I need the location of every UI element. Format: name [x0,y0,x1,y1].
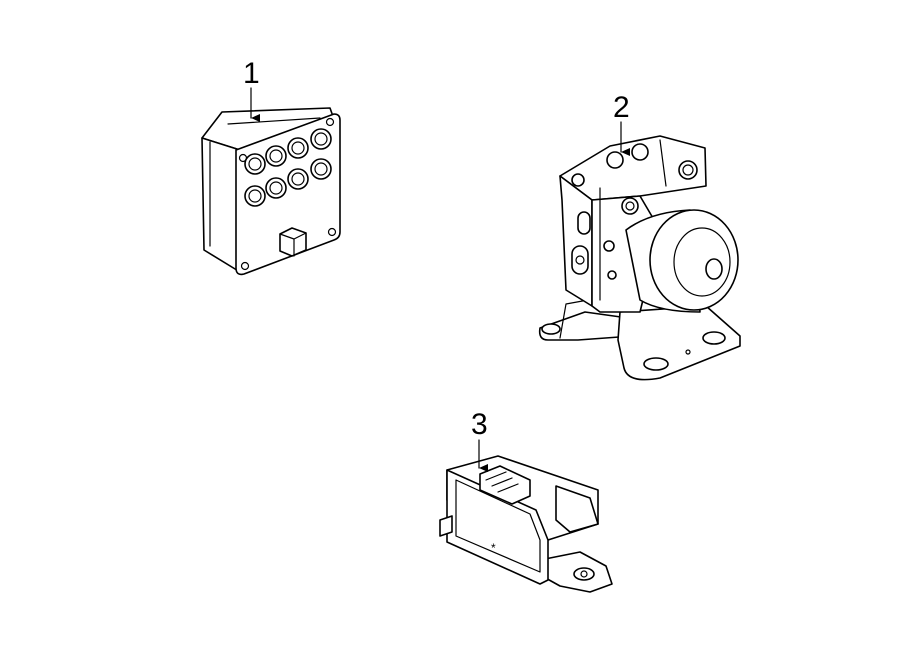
callout-1: 1 [243,57,260,122]
callout-2: 2 [613,91,630,156]
callout-3: 3 [471,408,488,472]
pump-motor [625,209,739,313]
part-3-sensor: * [439,455,613,593]
part-1-control-module [201,107,341,276]
callout-number-3: 3 [471,408,488,441]
part-3-marking: * [491,541,496,555]
callout-number-1: 1 [243,57,260,90]
mounting-bracket [538,299,741,381]
callout-number-2: 2 [613,91,630,124]
solenoid-caps [244,128,332,207]
part-2-abs-modulator [538,135,741,381]
